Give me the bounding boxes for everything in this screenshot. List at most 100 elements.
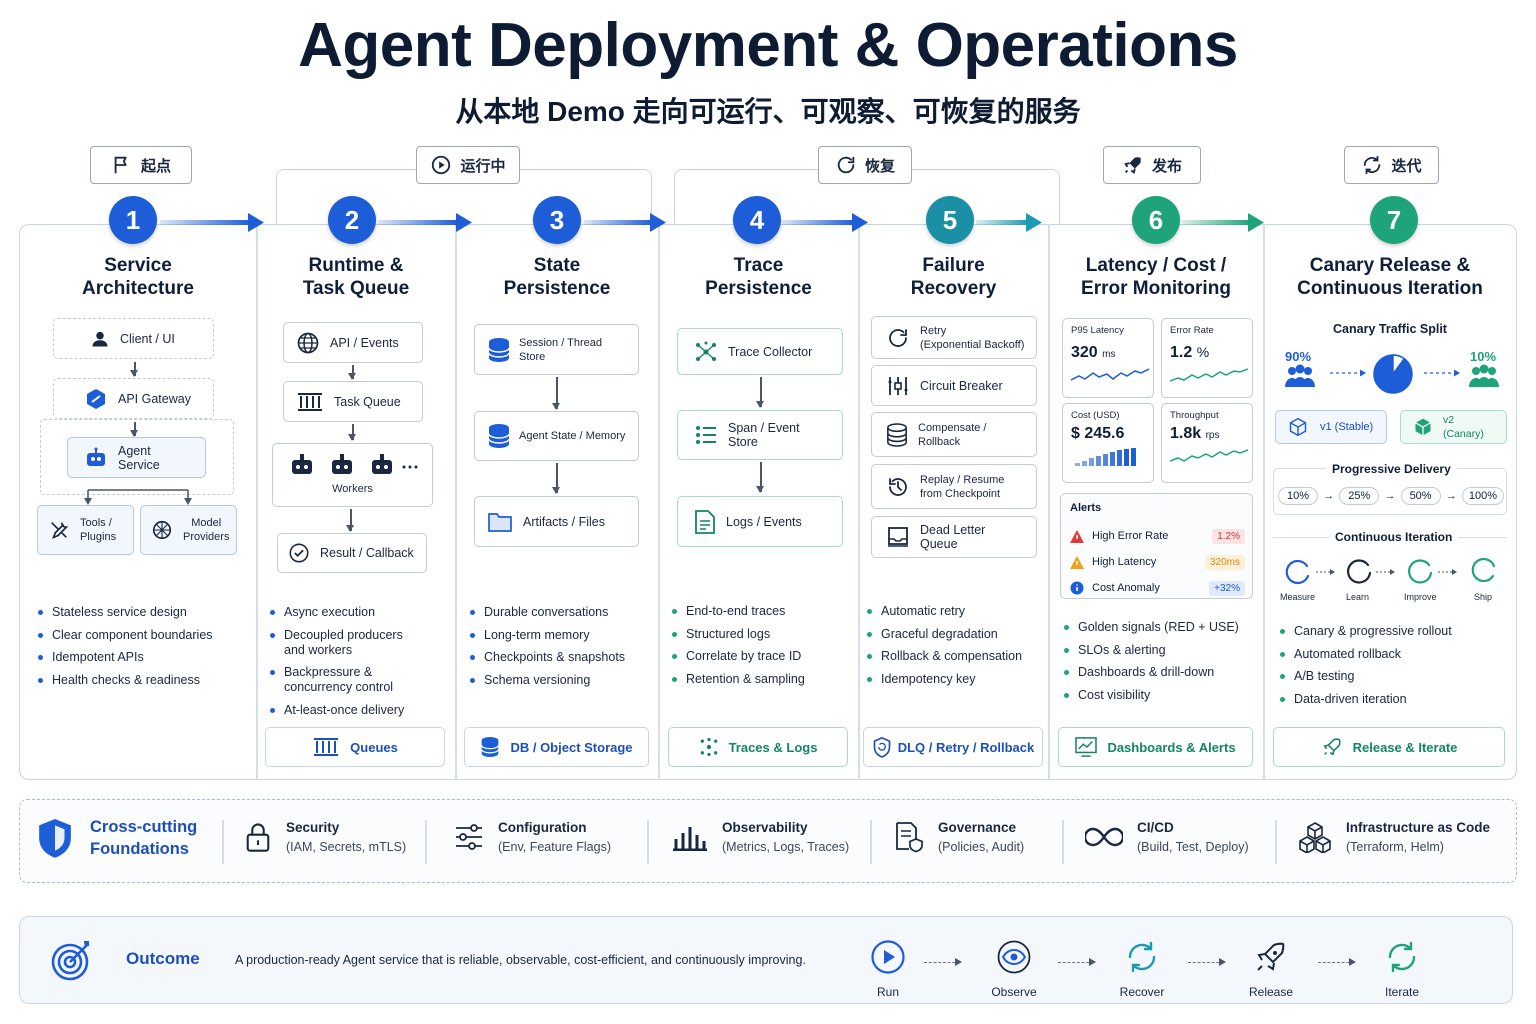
- metric-value: $ 245.6: [1071, 425, 1125, 442]
- compensate-node: Compensate / Rollback: [871, 412, 1037, 457]
- node-label: Artifacts / Files: [523, 514, 605, 529]
- brain-icon: [152, 520, 172, 540]
- node-label: Result / Callback: [320, 546, 414, 560]
- column-canary-release: 7 Canary Release & Continuous Iteration: [1264, 196, 1516, 776]
- warning-icon: [1070, 529, 1084, 543]
- cube-icon: [1289, 417, 1307, 437]
- v1-stable-badge: v1 (Stable): [1275, 410, 1387, 444]
- flow-arrow: [757, 377, 763, 408]
- pie-outline: [1373, 354, 1413, 394]
- rocket-icon: [1124, 157, 1141, 174]
- bullet-item: Correlate by trace ID: [672, 649, 805, 664]
- bullet-item: Idempotent APIs: [38, 650, 213, 665]
- item-detail: (Metrics, Logs, Traces): [722, 840, 850, 854]
- value-text: 1.8k: [1170, 425, 1202, 442]
- phase-label: 发布: [1151, 157, 1182, 175]
- bullet-item: Automated rollback: [1280, 647, 1452, 662]
- bullet-item: Checkpoints & snapshots: [470, 650, 625, 665]
- item-detail: (Policies, Audit): [938, 840, 1025, 854]
- canary-title: Canary Traffic Split: [1333, 322, 1447, 336]
- queues-footer: Queues: [265, 727, 445, 767]
- footer-label: Dashboards & Alerts: [1107, 739, 1236, 755]
- bullet-item: Clear component boundaries: [38, 628, 213, 643]
- bullet-item: End-to-end traces: [672, 604, 805, 619]
- gateway-icon: [87, 388, 105, 409]
- replay-node: Replay / Resume from Checkpoint: [871, 464, 1037, 509]
- flow-arrow: [349, 424, 355, 441]
- bullet-item: Decoupled producers and workers: [270, 628, 450, 658]
- item-name: Configuration: [498, 820, 587, 835]
- phase-release: 发布: [1103, 146, 1201, 184]
- metric-label: Throughput: [1170, 410, 1219, 421]
- column-bullets: Durable conversations Long-term memory C…: [470, 605, 625, 695]
- item-detail: (Build, Test, Deploy): [1137, 840, 1249, 854]
- alert-label: High Latency: [1092, 556, 1157, 568]
- node-label: Task Queue: [334, 394, 401, 409]
- column-divider: [658, 224, 660, 780]
- sparkline-icon: [1169, 449, 1249, 462]
- dashboard-icon: [1075, 737, 1098, 757]
- alert-row: High Error Rate 1.2%: [1070, 526, 1245, 546]
- flow-arrow: [1318, 958, 1356, 965]
- circuit-breaker-node: Circuit Breaker: [871, 365, 1037, 406]
- progressive-steps: 10%→ 25%→ 50%→ 100%: [1278, 487, 1504, 505]
- session-store-node: Session / Thread Store: [474, 324, 639, 375]
- dashboards-footer: Dashboards & Alerts: [1058, 727, 1253, 767]
- play-icon: [432, 155, 451, 175]
- traces-logs-footer: Traces & Logs: [668, 727, 848, 767]
- node-label: Client / UI: [120, 331, 175, 346]
- column-divider: [256, 224, 258, 780]
- item-detail: (Env, Feature Flags): [498, 840, 612, 854]
- step-number: 7: [1370, 196, 1418, 244]
- cycle-icon: [1364, 155, 1381, 175]
- alert-label: High Error Rate: [1092, 530, 1169, 542]
- metric-label: P95 Latency: [1071, 325, 1124, 336]
- inbox-icon: [888, 527, 908, 547]
- node-label: Replay / Resume from Checkpoint: [920, 473, 1005, 500]
- model-providers-node: Model Providers: [140, 505, 237, 555]
- phase-recovery: 恢复: [818, 146, 912, 184]
- column-failure-recovery: 5 Failure Recovery: [859, 196, 1048, 776]
- play-icon: [871, 940, 905, 974]
- release-step: Release: [1226, 940, 1316, 999]
- stable-percent: 90%: [1285, 349, 1312, 364]
- step-label: Iterate: [1384, 985, 1420, 999]
- crosscutting-header: Cross-cutting Foundations: [36, 816, 197, 860]
- value-text: 1.2: [1170, 344, 1193, 361]
- agent-state-node: Agent State / Memory: [474, 411, 639, 461]
- throughput-card: Throughput 1.8k rps: [1161, 403, 1253, 483]
- bullet-item: Data-driven iteration: [1280, 692, 1452, 707]
- item-name: Governance: [938, 820, 1017, 835]
- node-label: API / Events: [330, 335, 399, 350]
- column-bullets: Golden signals (RED + USE) SLOs & alerti…: [1064, 620, 1239, 710]
- v2-canary-badge: v2 (Canary): [1400, 410, 1507, 444]
- bullet-item: Durable conversations: [470, 605, 625, 620]
- footer-label: Release & Iterate: [1352, 739, 1458, 755]
- shield-icon: [39, 819, 71, 858]
- workers-node: Workers: [272, 443, 433, 507]
- page-title: Agent Deployment & Operations: [298, 11, 1238, 80]
- agent-service-node: Agent Service: [67, 437, 206, 478]
- iteration-title: Continuous Iteration: [1329, 530, 1459, 544]
- item-name: Observability: [722, 820, 808, 835]
- shield-icon: [873, 736, 891, 758]
- column-state-persistence: 3 State Persistence: [456, 196, 658, 776]
- footer-label: DB / Object Storage: [510, 739, 633, 755]
- column-trace-persistence: 4 Trace Persistence: [659, 196, 858, 776]
- task-queue-node: Task Queue: [283, 381, 423, 422]
- phase-label: 起点: [140, 157, 171, 175]
- node-label: Span / Event Store: [728, 421, 800, 449]
- trace-collector-node: Trace Collector: [677, 328, 843, 375]
- column-title: Trace Persistence: [659, 254, 858, 300]
- users-icon: [1285, 364, 1315, 387]
- security-item: Security(IAM, Secrets, mTLS): [244, 820, 406, 854]
- logs-events-node: Logs / Events: [677, 496, 843, 547]
- iteration-cycle-graphic: [1285, 557, 1496, 585]
- database-icon: [488, 337, 510, 362]
- alerts-panel: Alerts High Error Rate 1.2% High Latency…: [1060, 493, 1253, 599]
- bullet-item: Canary & progressive rollout: [1280, 624, 1452, 639]
- outcome-text: A production-ready Agent service that is…: [235, 953, 806, 967]
- title-text: Service Architecture: [82, 255, 194, 299]
- step-number: 6: [1132, 196, 1180, 244]
- flow-arrow: [349, 365, 355, 380]
